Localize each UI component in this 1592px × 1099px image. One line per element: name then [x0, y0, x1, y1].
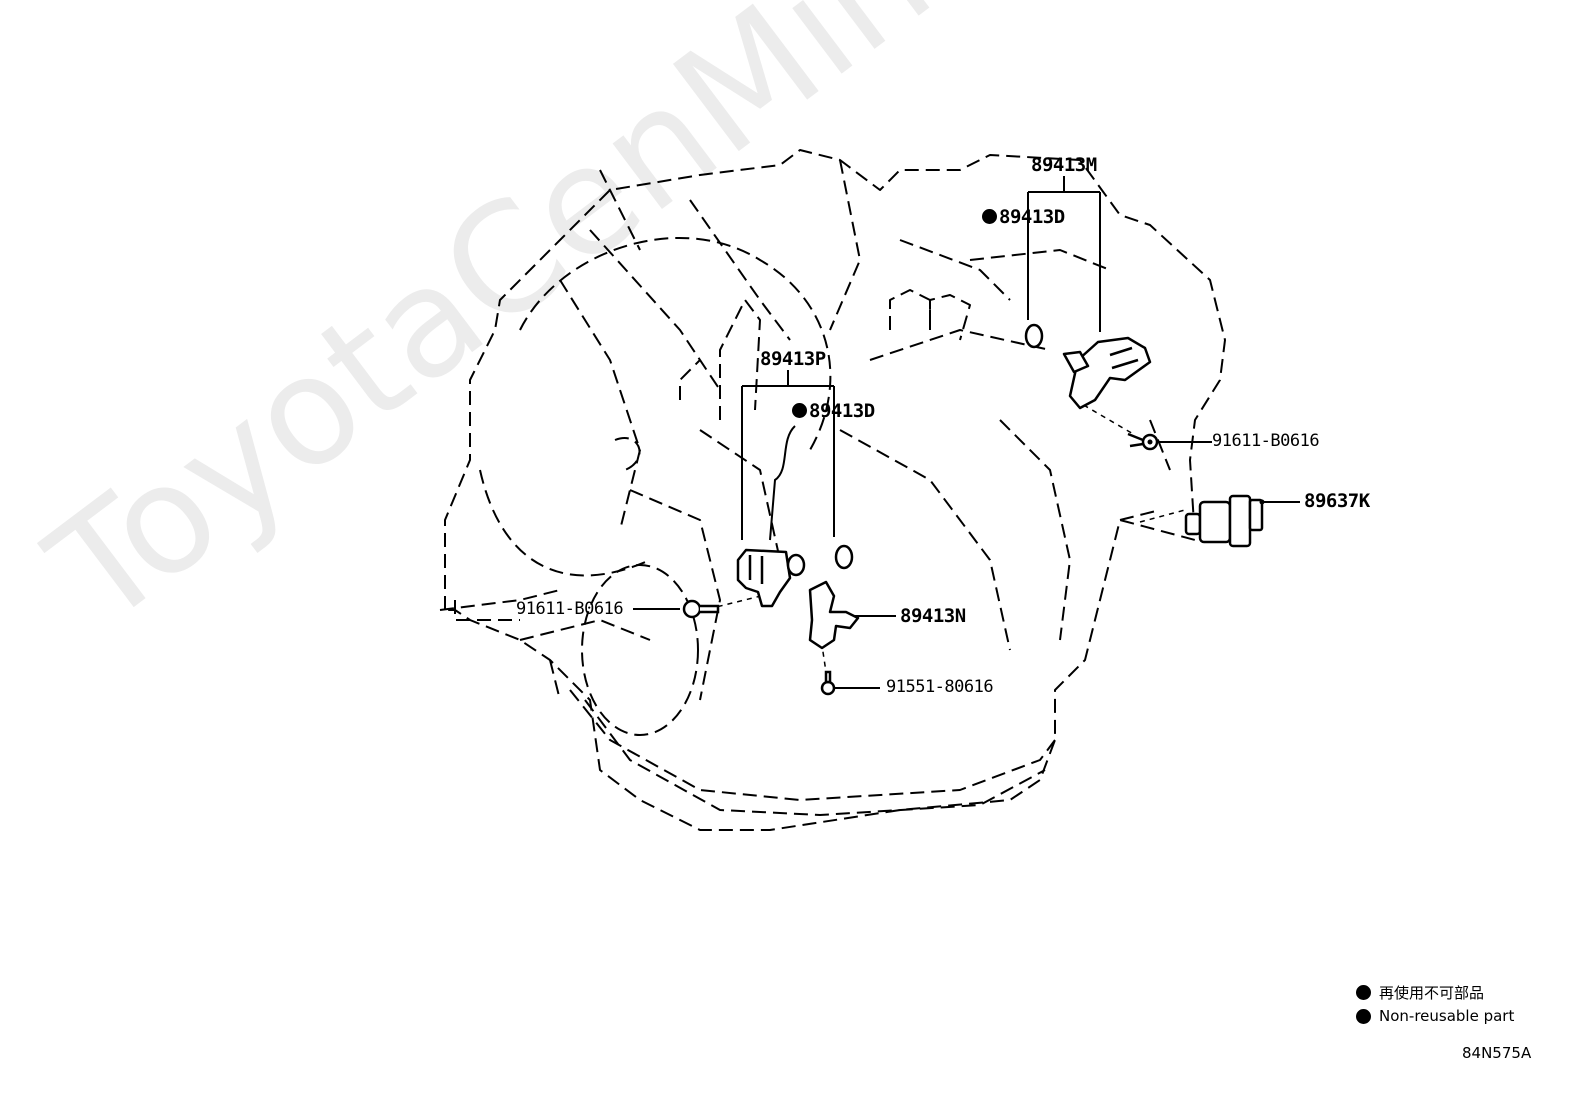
label-89413D-mid-text: 89413D: [809, 400, 875, 422]
legend-row-en: Non-reusable part: [1356, 1004, 1514, 1028]
pressure-switch-89637K: [1184, 494, 1264, 548]
o-ring-lower: [834, 544, 854, 570]
label-91611-B0616-left: 91611-B0616: [516, 599, 624, 619]
speed-sensor-89413N: [808, 580, 860, 650]
label-89413D-mid: 89413D: [792, 402, 875, 421]
legend-row-jp: 再使用不可部品: [1356, 980, 1514, 1004]
non-reusable-dot-icon: [1356, 984, 1371, 1000]
non-reusable-dot-icon: [1356, 1008, 1371, 1024]
label-89413M: 89413M: [1031, 154, 1097, 176]
legend-en-text: Non-reusable part: [1379, 1007, 1515, 1025]
speed-sensor-89413M: [1062, 336, 1152, 410]
label-91611-B0616-right: 91611-B0616: [1212, 431, 1320, 451]
label-89413P: 89413P: [760, 348, 826, 370]
label-89637K: 89637K: [1304, 490, 1370, 512]
non-reusable-dot-icon: [982, 209, 997, 224]
legend: 再使用不可部品 Non-reusable part: [1356, 980, 1514, 1028]
label-89413D-top-text: 89413D: [999, 206, 1065, 228]
bolts: [682, 432, 1159, 696]
label-89413N: 89413N: [900, 605, 966, 627]
non-reusable-dot-icon: [792, 403, 807, 418]
legend-jp-text: 再使用不可部品: [1379, 983, 1485, 1002]
diagram-code: 84N575A: [1462, 1044, 1532, 1062]
o-ring-upper: [1024, 323, 1044, 349]
speed-sensor-89413P: [736, 548, 806, 608]
label-89413D-top: 89413D: [982, 208, 1065, 227]
label-91551-80616: 91551-80616: [886, 677, 994, 697]
